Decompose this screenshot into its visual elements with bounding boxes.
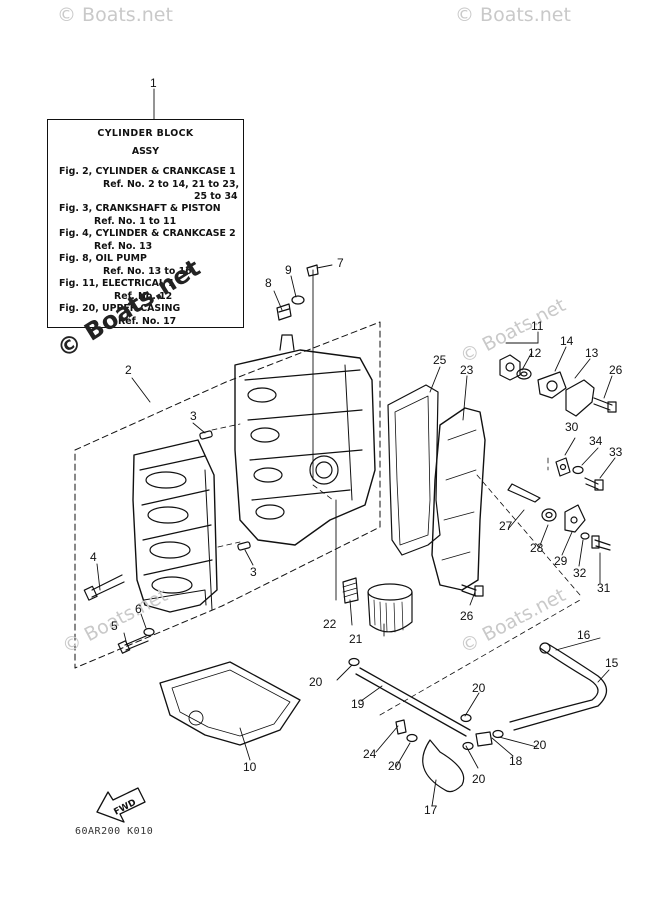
callout-20: 20 xyxy=(533,738,547,752)
callout-6: 6 xyxy=(135,602,142,616)
info-line: Ref. No. 17 xyxy=(118,316,177,327)
callout-12: 12 xyxy=(528,346,542,360)
bolt-4 xyxy=(83,574,125,601)
joint-18 xyxy=(475,731,493,747)
info-line: Fig. 20, UPPER CASING xyxy=(59,303,181,314)
callout-31: 31 xyxy=(597,581,611,595)
info-line: Ref. No. 2 to 14, 21 to 23, xyxy=(103,179,240,190)
fitting-24 xyxy=(395,719,407,735)
callout-3: 3 xyxy=(250,565,257,579)
info-line: Fig. 2, CYLINDER & CRANKCASE 1 xyxy=(59,166,236,177)
hose-17 xyxy=(422,739,465,793)
callout-20: 20 xyxy=(472,772,486,786)
info-line: Ref. No. 1 to 11 xyxy=(94,216,177,227)
callout-27: 27 xyxy=(499,519,513,533)
callout-19: 19 xyxy=(351,697,365,711)
info-line: Fig. 8, OIL PUMP xyxy=(59,253,147,264)
hose-15 xyxy=(509,643,608,731)
callout-3: 3 xyxy=(190,409,197,423)
callout-4: 4 xyxy=(90,550,97,564)
part-8-plug xyxy=(276,303,292,321)
callout-33: 33 xyxy=(609,445,623,459)
anode-parts-group xyxy=(507,457,611,551)
info-line: Ref. No. 13 to 16 xyxy=(103,266,192,277)
callout-7: 7 xyxy=(337,256,344,270)
info-line: Fig. 11, ELECTRICAL 1 xyxy=(59,278,175,289)
fwd-label: FWD xyxy=(112,798,137,818)
callout-2: 2 xyxy=(125,363,132,377)
info-line: Ref. No. 13 xyxy=(94,241,153,252)
info-line: Ref. No. 12 xyxy=(114,291,173,302)
callout-26: 26 xyxy=(460,609,474,623)
crankcase xyxy=(234,334,376,546)
callout-14: 14 xyxy=(560,334,574,348)
callout-32: 32 xyxy=(573,566,587,580)
dashed-guides xyxy=(211,423,581,716)
callout-5: 5 xyxy=(111,619,118,633)
thermostat-group xyxy=(499,354,617,417)
part-9-washer xyxy=(291,295,305,305)
callout-30: 30 xyxy=(565,420,579,434)
cylinder-block xyxy=(132,439,218,613)
dowel-pins xyxy=(199,430,251,551)
cover-23 xyxy=(431,407,486,591)
callout-26: 26 xyxy=(609,363,623,377)
leader-lines xyxy=(96,88,616,807)
callout-21: 21 xyxy=(349,632,363,646)
info-box-subtitle: ASSY xyxy=(131,146,160,157)
fwd-arrow: FWD xyxy=(96,787,146,823)
info-line: Fig. 4, CYLINDER & CRANKCASE 2 xyxy=(59,228,236,239)
part-7-plug xyxy=(306,264,319,277)
callout-11: 11 xyxy=(531,319,544,333)
bolt-5 xyxy=(117,635,149,654)
callout-8: 8 xyxy=(265,276,272,290)
watermark: © Boats.net xyxy=(57,4,173,26)
gasket-25 xyxy=(387,384,441,556)
callout-20: 20 xyxy=(309,675,323,689)
reference-info-box: CYLINDER BLOCK ASSY Fig. 2, CYLINDER & C… xyxy=(47,119,244,328)
hose-19 xyxy=(355,667,471,737)
callout-10: 10 xyxy=(243,760,257,774)
watermark: © Boats.net xyxy=(455,4,571,26)
oil-filter-21 xyxy=(367,583,413,633)
callout-1: 1 xyxy=(150,76,157,90)
washer-6 xyxy=(143,627,155,637)
callout-18: 18 xyxy=(509,754,523,768)
bolt-26-lower xyxy=(461,584,484,597)
info-box-title: CYLINDER BLOCK xyxy=(97,128,194,139)
callout-20: 20 xyxy=(388,759,402,773)
gasket-10 xyxy=(159,661,301,746)
diagram-code: 60AR200 K010 xyxy=(75,826,154,837)
callout-24: 24 xyxy=(363,747,377,761)
callout-23: 23 xyxy=(460,363,474,377)
fitting-22 xyxy=(342,577,359,604)
cylinder-block-group-outline xyxy=(74,321,381,669)
callout-20: 20 xyxy=(472,681,486,695)
callout-34: 34 xyxy=(589,434,603,448)
hose-clips-20 xyxy=(348,657,504,751)
callout-9: 9 xyxy=(285,263,292,277)
info-line: Fig. 3, CRANKSHAFT & PISTON xyxy=(59,203,221,214)
callout-28: 28 xyxy=(530,541,544,555)
callout-16: 16 xyxy=(577,628,591,642)
callout-13: 13 xyxy=(585,346,599,360)
callout-15: 15 xyxy=(605,656,619,670)
info-line: 25 to 34 xyxy=(194,191,238,202)
callout-17: 17 xyxy=(424,803,438,817)
callout-25: 25 xyxy=(433,353,447,367)
callout-22: 22 xyxy=(323,617,337,631)
clip-16 xyxy=(539,642,551,654)
callout-29: 29 xyxy=(554,554,568,568)
